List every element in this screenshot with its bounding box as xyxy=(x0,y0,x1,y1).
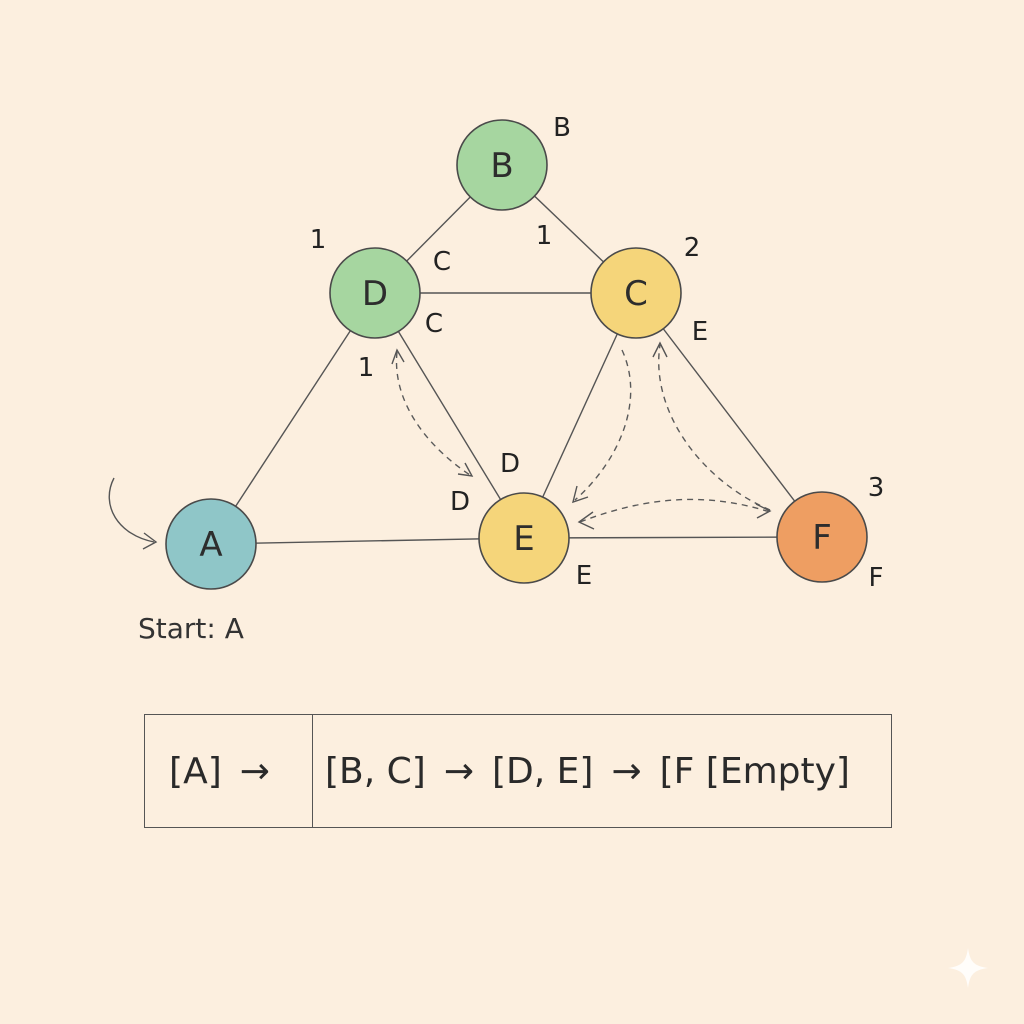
node-circle-b xyxy=(456,119,548,211)
dashed-arrow-e-f-head xyxy=(577,511,595,530)
annotation-b-label: B xyxy=(553,113,571,143)
annotation-e-e: E xyxy=(576,561,592,591)
queue-step-2: [D, E] xyxy=(491,750,594,792)
dashed-arrow-d-e-head-top xyxy=(391,348,405,365)
node-f: F xyxy=(776,491,868,583)
start-arrow-head xyxy=(142,532,158,550)
edge-e-f xyxy=(523,536,823,539)
annotation-d-c-bottom: C xyxy=(425,309,443,339)
queue-step-3: [F [Empty] xyxy=(659,750,850,792)
start-label: Start: A xyxy=(138,612,244,645)
dashed-arrow-e-f xyxy=(579,498,771,523)
node-circle-d xyxy=(329,247,421,339)
annotation-f-order: 3 xyxy=(868,473,885,503)
traversal-arrows xyxy=(108,341,772,550)
queue-first-label: [A] xyxy=(169,750,222,792)
sparkle-icon xyxy=(948,948,988,988)
queue-arrow-icon: → xyxy=(443,750,474,792)
node-circle-a xyxy=(165,498,257,590)
queue-first-cell: [A] → xyxy=(145,715,313,827)
annotation-f-f: F xyxy=(869,563,884,593)
node-d: D xyxy=(329,247,421,339)
dashed-arrow-c-e xyxy=(574,349,632,501)
node-b: B xyxy=(456,119,548,211)
node-e: E xyxy=(478,492,570,584)
dashed-arrow-c-e-head xyxy=(572,485,589,504)
node-label-a: A xyxy=(199,525,222,565)
annotation-c-order: 2 xyxy=(684,233,701,263)
node-label-b: B xyxy=(490,146,513,186)
dashed-arrow-f-c-head-bottom xyxy=(755,503,772,519)
queue-arrow-icon: → xyxy=(239,750,270,792)
node-c: C xyxy=(590,247,682,339)
node-circle-e xyxy=(478,492,570,584)
dashed-arrow-f-c-head xyxy=(652,341,668,358)
annotation-d-order: 1 xyxy=(310,225,327,255)
queue-arrow-icon: → xyxy=(611,750,642,792)
annotation-e-d-top: D xyxy=(500,449,520,479)
node-label-d: D xyxy=(362,274,388,314)
edge-c-f xyxy=(635,292,823,538)
node-label-c: C xyxy=(624,274,648,314)
node-circle-f xyxy=(776,491,868,583)
node-label-e: E xyxy=(513,519,534,559)
node-circle-c xyxy=(590,247,682,339)
edge-a-d xyxy=(210,292,376,545)
queue-step-1: [B, C] xyxy=(325,750,426,792)
node-a: A xyxy=(165,498,257,590)
node-label-f: F xyxy=(812,518,832,558)
start-arrow xyxy=(108,477,155,543)
annotation-d-c-top: C xyxy=(433,247,451,277)
dashed-arrow-d-e-head-bottom xyxy=(457,462,474,477)
nodes-layer: A B C D E F xyxy=(165,119,868,590)
annotation-c-e: E xyxy=(692,317,708,347)
edge-d-e xyxy=(374,292,525,539)
annotation-b-c-order: 1 xyxy=(536,221,553,251)
annotation-e-d-left: D xyxy=(450,487,470,517)
dashed-arrow-f-c xyxy=(658,344,771,511)
edge-a-e xyxy=(210,537,525,545)
annotation-d-order-below: 1 xyxy=(358,353,375,383)
queue-box: [A] → [B, C] → [D, E] → [F [Empty] xyxy=(144,714,892,828)
dashed-arrow-d-e xyxy=(395,351,471,476)
annotations-layer: B 1 C C 1 1 2 E D D E 3 F xyxy=(310,113,885,593)
queue-rest-cell: [B, C] → [D, E] → [F [Empty] xyxy=(313,751,891,792)
